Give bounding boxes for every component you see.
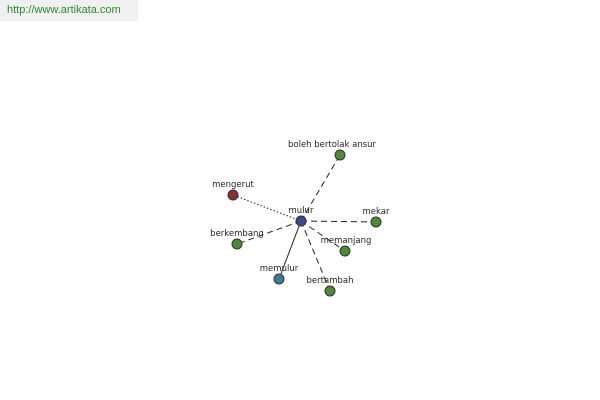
edge-mekar [300, 220, 377, 223]
node-dot [231, 238, 243, 250]
node-berkembang[interactable]: berkembang [210, 229, 264, 250]
node-center-mulur[interactable]: mulur [289, 206, 314, 227]
node-label: berkembang [210, 229, 264, 239]
node-dot [295, 215, 307, 227]
node-memulur[interactable]: memulur [260, 264, 299, 285]
node-dot [227, 189, 239, 201]
node-mengerut[interactable]: mengerut [212, 180, 255, 201]
edge-berkembang [236, 220, 302, 245]
node-label: memanjang [321, 236, 372, 246]
node-memanjang[interactable]: memanjang [321, 236, 372, 257]
node-dot [339, 245, 351, 257]
url-banner: http://www.artikata.com [0, 0, 138, 21]
edge-memulur [278, 220, 302, 280]
edge-mengerut [232, 194, 302, 222]
edge-boleh-bertolak-ansur [300, 154, 341, 222]
node-bertambah[interactable]: bertambah [307, 276, 354, 297]
node-boleh-bertolak-ansur[interactable]: boleh bertolak ansur [288, 140, 377, 161]
node-label: memulur [260, 264, 299, 274]
node-dot [273, 273, 285, 285]
node-mekar[interactable]: mekar [363, 207, 390, 228]
node-label: mulur [289, 206, 314, 216]
edge-memanjang [300, 220, 346, 252]
node-dot [334, 149, 346, 161]
node-label: boleh bertolak ansur [288, 140, 377, 150]
site-link[interactable]: http://www.artikata.com [7, 4, 121, 16]
edge-bertambah [300, 220, 331, 292]
node-label: mekar [363, 207, 390, 217]
node-dot [324, 285, 336, 297]
node-dot [370, 216, 382, 228]
node-label: bertambah [307, 276, 354, 286]
node-label: mengerut [212, 180, 254, 190]
